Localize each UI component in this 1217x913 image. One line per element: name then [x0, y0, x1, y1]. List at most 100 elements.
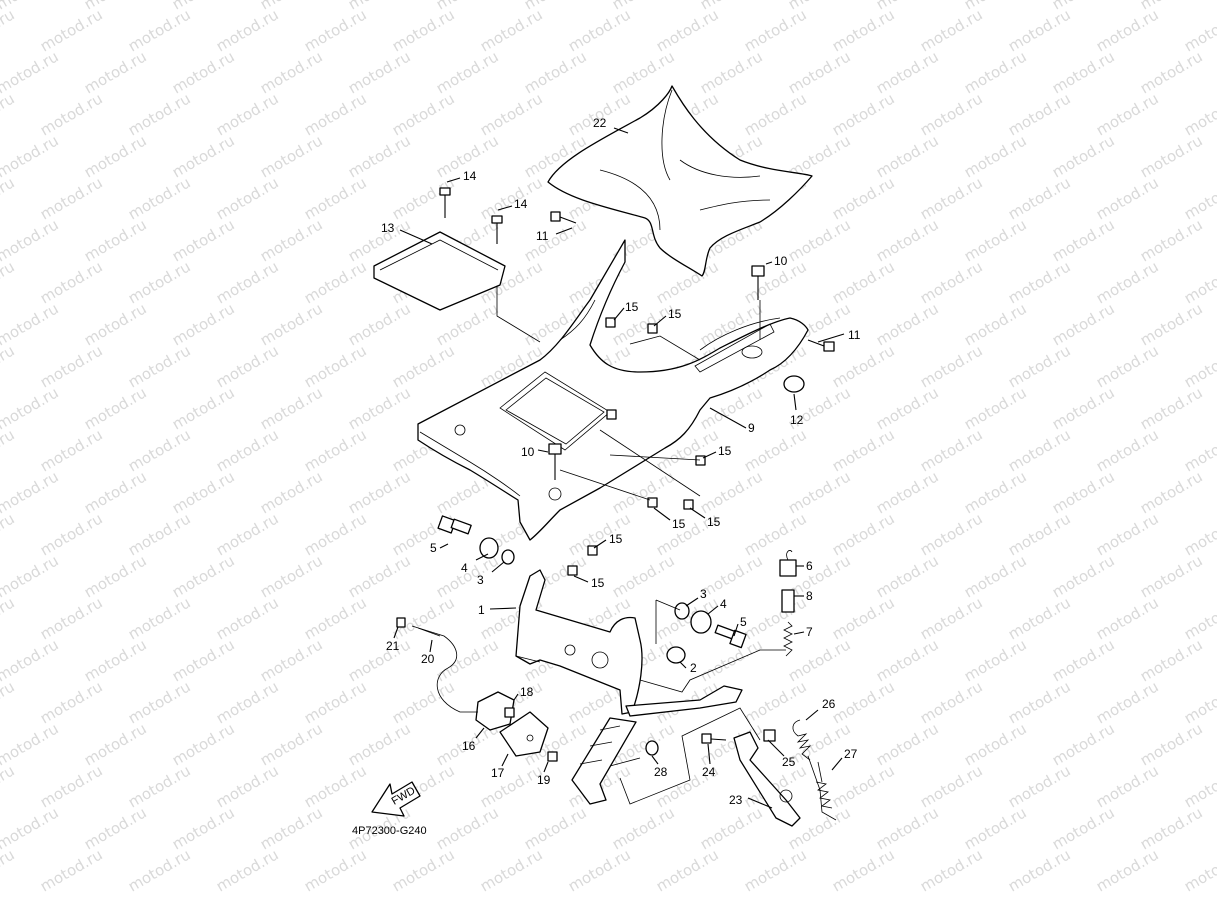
watermark-text: motod.ru: [0, 299, 62, 349]
collar-part-2: [666, 646, 686, 664]
watermark-text: motod.ru: [873, 635, 942, 685]
watermark-text: motod.ru: [0, 677, 18, 727]
watermark-text: motod.ru: [301, 425, 370, 475]
pin-part-8: [781, 589, 795, 613]
watermark-text: motod.ru: [213, 89, 282, 139]
callout-5a: 5: [430, 541, 437, 555]
watermark-text: motod.ru: [1049, 719, 1118, 769]
watermark-text: motod.ru: [301, 5, 370, 55]
watermark-text: motod.ru: [301, 761, 370, 811]
watermark-text: motod.ru: [1181, 5, 1217, 55]
watermark-text: motod.ru: [917, 593, 986, 643]
callout-21: 21: [386, 639, 400, 653]
watermark-text: motod.ru: [1181, 257, 1217, 307]
watermark-text: motod.ru: [1005, 257, 1074, 307]
callout-1: 1: [478, 603, 485, 617]
watermark-text: motod.ru: [917, 425, 986, 475]
watermark-text: motod.ru: [1005, 677, 1074, 727]
watermark-text: motod.ru: [1093, 677, 1162, 727]
stand-pedal: [625, 685, 743, 717]
watermark-text: motod.ru: [1093, 761, 1162, 811]
watermark-text: motod.ru: [257, 299, 326, 349]
watermark-text: motod.ru: [1049, 467, 1118, 517]
watermark-text: motod.ru: [1137, 299, 1206, 349]
bolt-part-10b: [548, 443, 562, 480]
callout-4b: 4: [720, 597, 727, 611]
watermark-text: motod.ru: [829, 173, 898, 223]
watermark-text: motod.ru: [37, 677, 106, 727]
callout-4a: 4: [461, 561, 468, 575]
spring-part-27: [815, 761, 833, 809]
callout-22: 22: [593, 116, 607, 130]
watermark-text: motod.ru: [873, 383, 942, 433]
watermark-text: motod.ru: [961, 47, 1030, 97]
callout-11b: 11: [848, 328, 861, 342]
watermark-text: motod.ru: [917, 509, 986, 559]
watermark-text: motod.ru: [0, 551, 62, 601]
watermark-text: motod.ru: [829, 341, 898, 391]
watermark-text: motod.ru: [609, 803, 678, 853]
watermark-text: motod.ru: [477, 5, 546, 55]
watermark-text: motod.ru: [257, 131, 326, 181]
watermark-text: motod.ru: [169, 551, 238, 601]
watermark-text: motod.ru: [37, 593, 106, 643]
watermark-text: motod.ru: [0, 761, 18, 811]
watermark-text: motod.ru: [873, 215, 942, 265]
watermark-text: motod.ru: [81, 467, 150, 517]
watermark-text: motod.ru: [917, 173, 986, 223]
watermark-text: motod.ru: [301, 677, 370, 727]
bolt-part-11b: [807, 339, 835, 352]
watermark-text: motod.ru: [873, 131, 942, 181]
bolt-part-24: [701, 733, 727, 744]
watermark-text: motod.ru: [785, 467, 854, 517]
rear-body-part-9: [417, 239, 809, 541]
watermark-text: motod.ru: [917, 761, 986, 811]
watermark-text: motod.ru: [697, 467, 766, 517]
callout-15f: 15: [609, 532, 623, 546]
watermark-text: motod.ru: [1093, 509, 1162, 559]
watermark-text: motod.ru: [1137, 551, 1206, 601]
watermark-text: motod.ru: [1137, 803, 1206, 853]
watermark-text: motod.ru: [873, 299, 942, 349]
watermark-text: motod.ru: [829, 5, 898, 55]
watermark-text: motod.ru: [829, 509, 898, 559]
watermark-text: motod.ru: [1049, 47, 1118, 97]
watermark-text: motod.ru: [81, 551, 150, 601]
watermark-text: motod.ru: [961, 635, 1030, 685]
watermark-text: motod.ru: [213, 425, 282, 475]
watermark-text: motod.ru: [169, 635, 238, 685]
watermark-text: motod.ru: [257, 719, 326, 769]
callout-18: 18: [520, 685, 534, 699]
watermark-text: motod.ru: [873, 551, 942, 601]
watermark-text: motod.ru: [873, 467, 942, 517]
callout-5b: 5: [740, 615, 747, 629]
watermark-text: motod.ru: [389, 509, 458, 559]
callout-14b: 14: [514, 197, 528, 211]
watermark-text: motod.ru: [125, 257, 194, 307]
callout-19: 19: [537, 773, 551, 787]
watermark-text: motod.ru: [565, 845, 634, 895]
watermark-text: motod.ru: [829, 257, 898, 307]
watermark-text: motod.ru: [961, 803, 1030, 853]
watermark-text: motod.ru: [785, 635, 854, 685]
callout-17: 17: [491, 766, 505, 780]
watermark-text: motod.ru: [37, 761, 106, 811]
watermark-text: motod.ru: [829, 845, 898, 895]
watermark-text: motod.ru: [37, 173, 106, 223]
watermark-text: motod.ru: [1181, 509, 1217, 559]
watermark-text: motod.ru: [829, 425, 898, 475]
watermark-text: motod.ru: [1049, 803, 1118, 853]
screw-part-19: [547, 751, 558, 762]
watermark-text: motod.ru: [301, 509, 370, 559]
diagram-code: 4P72300-G240: [352, 825, 427, 837]
watermark-text: motod.ru: [1093, 341, 1162, 391]
watermark-text: motod.ru: [1005, 593, 1074, 643]
watermark-text: motod.ru: [1093, 257, 1162, 307]
watermark-text: motod.ru: [1137, 131, 1206, 181]
watermark-text: motod.ru: [0, 257, 18, 307]
watermark-text: motod.ru: [301, 593, 370, 643]
watermark-text: motod.ru: [345, 131, 414, 181]
watermark-text: motod.ru: [345, 635, 414, 685]
watermark-text: motod.ru: [697, 803, 766, 853]
